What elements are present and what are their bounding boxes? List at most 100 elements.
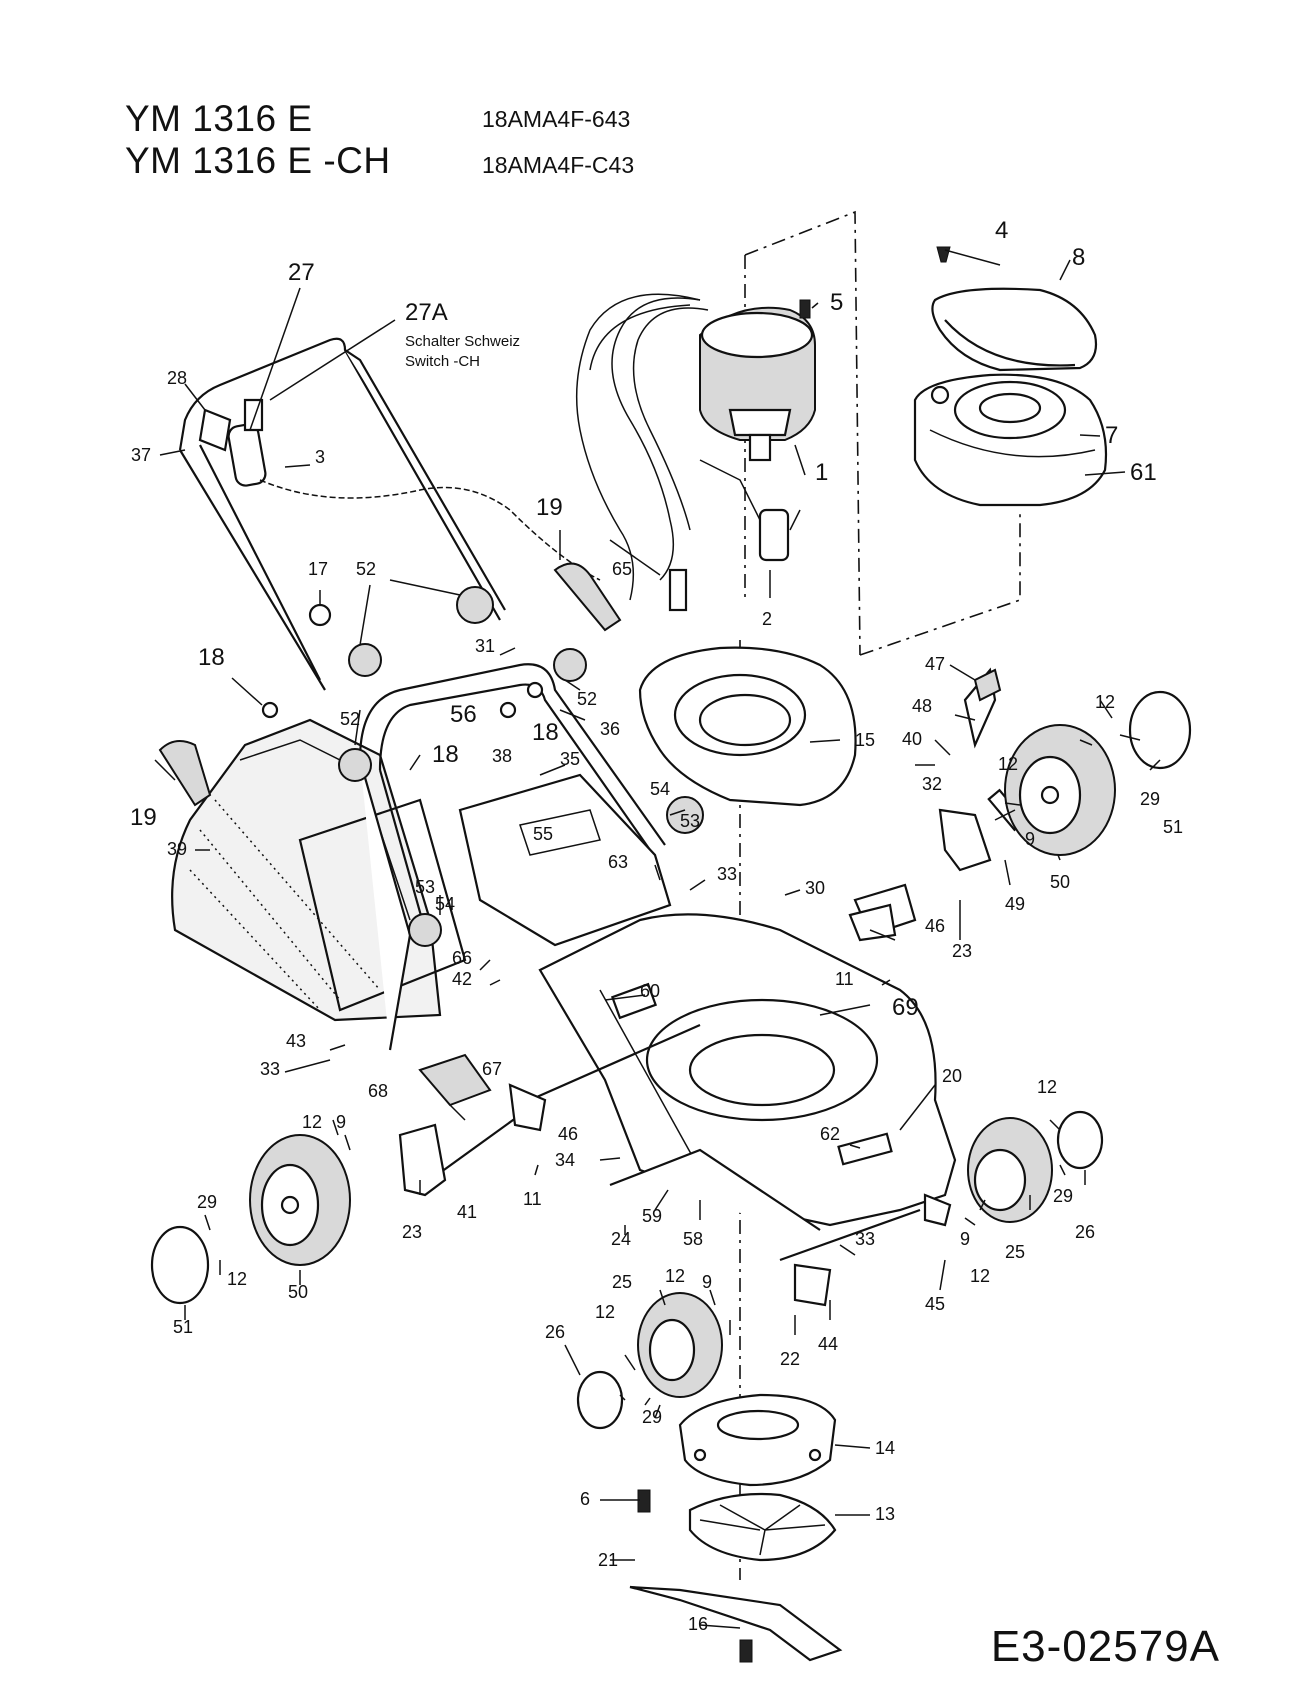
callout-58: 58 [683, 1229, 703, 1249]
callout-33-right: 33 [855, 1229, 875, 1249]
front-axle [609, 1148, 952, 1307]
callout-68: 68 [368, 1081, 388, 1101]
callout-24: 24 [611, 1229, 631, 1249]
callout-18-left: 18 [198, 644, 225, 671]
callout-54-right: 54 [650, 779, 670, 799]
callout-34: 34 [555, 1150, 575, 1170]
callout-20: 20 [942, 1066, 962, 1086]
wheel-front-right [967, 1117, 1053, 1223]
callout-19-right: 19 [536, 494, 563, 521]
callout-33-top: 33 [717, 864, 737, 884]
callout-33-left: 33 [260, 1059, 280, 1079]
mower-deck [538, 913, 957, 1227]
hubcap-front-right [1056, 1110, 1104, 1170]
callout-21: 21 [598, 1550, 618, 1570]
wheel-rear-right [1004, 724, 1116, 856]
callout-59: 59 [642, 1206, 662, 1226]
callout-29-front-left: 29 [642, 1407, 662, 1427]
callout-65: 65 [612, 559, 632, 579]
callout-9-rear-left: 9 [336, 1112, 346, 1132]
callout-12-front-left: 12 [665, 1266, 685, 1286]
callout-55: 55 [533, 824, 553, 844]
handle-assembly [178, 337, 506, 691]
callout-9-rear-right: 9 [1025, 829, 1035, 849]
switch-note-line1: Schalter Schweiz [405, 333, 520, 350]
switch-box [198, 398, 267, 487]
callout-51-left: 51 [173, 1317, 193, 1337]
callout-13: 13 [875, 1504, 895, 1524]
callout-9-front-left: 9 [702, 1272, 712, 1292]
callout-12-rear-left-inner: 12 [227, 1269, 247, 1289]
callout-12-front-right-inner: 12 [970, 1266, 990, 1286]
callout-52-right: 52 [577, 689, 597, 709]
callout-6: 6 [580, 1489, 590, 1509]
callout-50-right: 50 [1050, 872, 1070, 892]
model-name-1: YM 1316 E [125, 98, 313, 139]
callout-25-right: 25 [1005, 1242, 1025, 1262]
callout-48: 48 [912, 696, 932, 716]
callout-46-right: 46 [925, 916, 945, 936]
callout-47: 47 [925, 654, 945, 674]
callout-52-top: 52 [356, 559, 376, 579]
wheel-rear-left [249, 1134, 351, 1266]
callout-60: 60 [640, 981, 660, 1001]
callout-50-left: 50 [288, 1282, 308, 1302]
callout-27: 27 [288, 259, 315, 286]
callout-46-left: 46 [558, 1124, 578, 1144]
callout-28: 28 [167, 368, 187, 388]
callout-35: 35 [560, 749, 580, 769]
callout-12-front-right: 12 [1037, 1077, 1057, 1097]
callout-36: 36 [600, 719, 620, 739]
hubcap-rear-left [150, 1225, 210, 1305]
callout-39: 39 [167, 839, 187, 859]
callout-31: 31 [475, 636, 495, 656]
callout-27a: 27A [405, 299, 448, 326]
callout-25-left: 25 [612, 1272, 632, 1292]
callout-23-left: 23 [402, 1222, 422, 1242]
callout-67: 67 [482, 1059, 502, 1079]
callout-numbers: 27 27A Schalter Schweiz Switch -CH 28 37… [130, 217, 1183, 1634]
callout-16: 16 [688, 1614, 708, 1634]
part-code-1: 18AMA4F-643 [482, 106, 631, 132]
callout-41: 41 [457, 1202, 477, 1222]
callout-32: 32 [922, 774, 942, 794]
hubcap-front-left [576, 1370, 624, 1430]
callout-40: 40 [902, 729, 922, 749]
callout-11-right: 11 [835, 969, 854, 989]
mower-blade [629, 1585, 843, 1662]
callout-15: 15 [855, 730, 875, 750]
callout-29-front-right: 29 [1053, 1186, 1073, 1206]
callout-12-rear-left: 12 [302, 1112, 322, 1132]
callout-5: 5 [830, 289, 843, 316]
motor-shroud [638, 646, 857, 807]
drawing-reference-number: E3-02579A [990, 1622, 1220, 1671]
callout-7: 7 [1105, 422, 1118, 449]
callout-18-center: 18 [532, 719, 559, 746]
height-adjuster-right [853, 667, 1027, 937]
callout-26-right: 26 [1075, 1222, 1095, 1242]
rear-flap [458, 773, 672, 947]
model-name-2: YM 1316 E -CH [125, 140, 391, 181]
callout-29-rear-left: 29 [197, 1192, 217, 1212]
callout-4: 4 [995, 217, 1008, 244]
callout-54-left: 54 [435, 894, 455, 914]
callout-17: 17 [308, 559, 328, 579]
callout-2: 2 [762, 609, 772, 629]
grass-catcher-bag [171, 718, 467, 1022]
callout-12-rear-right: 12 [1095, 692, 1115, 712]
hubcap-rear-right [1128, 690, 1192, 770]
callout-11-left: 11 [523, 1189, 542, 1209]
callout-63: 63 [608, 852, 628, 872]
callout-49: 49 [1005, 894, 1025, 914]
callout-56: 56 [450, 701, 477, 728]
callout-18-handle: 18 [432, 741, 459, 768]
rear-axle [398, 1023, 701, 1197]
callout-26-left: 26 [545, 1322, 565, 1342]
callout-23-right: 23 [952, 941, 972, 961]
callout-1: 1 [815, 459, 828, 486]
callout-12-front-left-inner: 12 [595, 1302, 615, 1322]
callout-8: 8 [1072, 244, 1085, 271]
callout-66: 66 [452, 948, 472, 968]
callout-53-right: 53 [680, 811, 700, 831]
